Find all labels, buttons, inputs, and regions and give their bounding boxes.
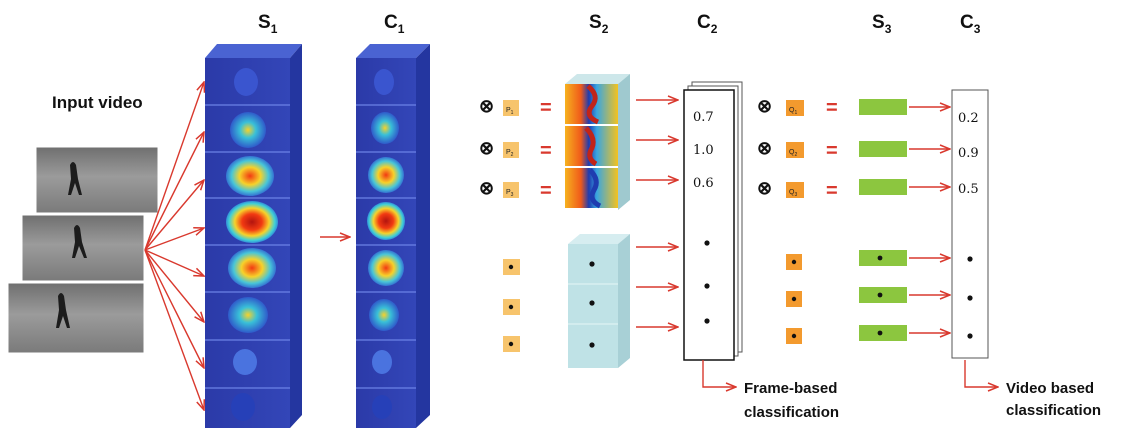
s3-operator-1: ⊗ bbox=[757, 96, 772, 116]
s3-operator-2: ⊗ bbox=[757, 138, 772, 158]
c1-heatmaps bbox=[367, 69, 405, 419]
input-video-label: Input video bbox=[52, 93, 143, 112]
frame-caption-line2: classification bbox=[744, 404, 839, 421]
prototype-p1 bbox=[503, 100, 519, 116]
conv-operator-1: ⊗ bbox=[479, 96, 494, 116]
s1-label: S1 bbox=[258, 12, 278, 36]
prototype-p2 bbox=[503, 142, 519, 158]
prototype-q2-label: Q2 bbox=[789, 149, 797, 158]
s3-equals-2: = bbox=[826, 140, 838, 162]
s2-to-c2-arrows bbox=[636, 100, 678, 327]
input-video-frames bbox=[7, 146, 159, 354]
prototype-q2 bbox=[786, 142, 804, 158]
c3-column: 0.2 0.9 0.5 bbox=[951, 89, 989, 359]
prototype-p3 bbox=[503, 182, 519, 198]
s1-heatmaps bbox=[226, 68, 278, 421]
c2-value-2: 1.0 bbox=[693, 143, 714, 158]
s2-label: S2 bbox=[589, 12, 609, 36]
c3-value-2: 0.9 bbox=[958, 146, 979, 161]
s2-placeholder-block bbox=[568, 234, 630, 368]
prototype-q1 bbox=[786, 100, 804, 116]
s3-operator-3: ⊗ bbox=[757, 178, 772, 198]
video-frame-3 bbox=[7, 282, 145, 354]
s3-label: S3 bbox=[872, 12, 892, 36]
s3-equals-3: = bbox=[826, 180, 838, 202]
conv-operator-2: ⊗ bbox=[479, 138, 494, 158]
equals-3: = bbox=[540, 180, 552, 202]
s1-block bbox=[205, 44, 302, 428]
c3-output-arrow bbox=[964, 360, 998, 387]
c1-block bbox=[356, 44, 430, 428]
s3-placeholder-rows bbox=[786, 250, 907, 344]
c1-label: C1 bbox=[384, 12, 405, 36]
c2-value-3: 0.6 bbox=[693, 176, 714, 191]
s2-response-maps bbox=[565, 74, 630, 210]
s2-operator-rows: ⊗ ⊗ ⊗ P1 P2 P3 = = = bbox=[479, 96, 552, 202]
conv-operator-3: ⊗ bbox=[479, 178, 494, 198]
frame-caption-line1: Frame-based bbox=[744, 380, 837, 397]
s2-placeholder-prototypes bbox=[503, 259, 520, 352]
s3-to-c3-arrows bbox=[909, 107, 950, 333]
prototype-p1-label: P1 bbox=[506, 107, 514, 116]
s3-response-bar-1 bbox=[859, 99, 907, 115]
prototype-q3-label: Q3 bbox=[789, 189, 797, 198]
prototype-q3 bbox=[786, 182, 804, 198]
video-caption-line2: classification bbox=[1006, 402, 1101, 419]
equals-2: = bbox=[540, 140, 552, 162]
s3-response-bar-3 bbox=[859, 179, 907, 195]
prototype-q1-label: Q1 bbox=[789, 107, 797, 116]
c2-value-1: 0.7 bbox=[693, 110, 714, 125]
video-frame-2 bbox=[21, 214, 145, 282]
video-caption-line1: Video based bbox=[1006, 380, 1094, 397]
c3-value-1: 0.2 bbox=[958, 111, 979, 126]
c3-value-3: 0.5 bbox=[958, 182, 979, 197]
s3-operator-rows: ⊗ ⊗ ⊗ Q1 Q2 Q3 = = = bbox=[757, 96, 907, 202]
input-to-s1-arrows bbox=[144, 82, 204, 410]
c3-label: C3 bbox=[960, 12, 981, 36]
video-frame-1 bbox=[35, 146, 159, 214]
c2-output-arrow bbox=[702, 360, 736, 387]
equals-1: = bbox=[540, 97, 552, 119]
s3-equals-1: = bbox=[826, 97, 838, 119]
c2-label: C2 bbox=[697, 12, 718, 36]
prototype-p2-label: P2 bbox=[506, 149, 514, 158]
c2-column: 0.7 1.0 0.6 bbox=[683, 81, 743, 361]
prototype-p3-label: P3 bbox=[506, 189, 514, 198]
s3-response-bar-2 bbox=[859, 141, 907, 157]
